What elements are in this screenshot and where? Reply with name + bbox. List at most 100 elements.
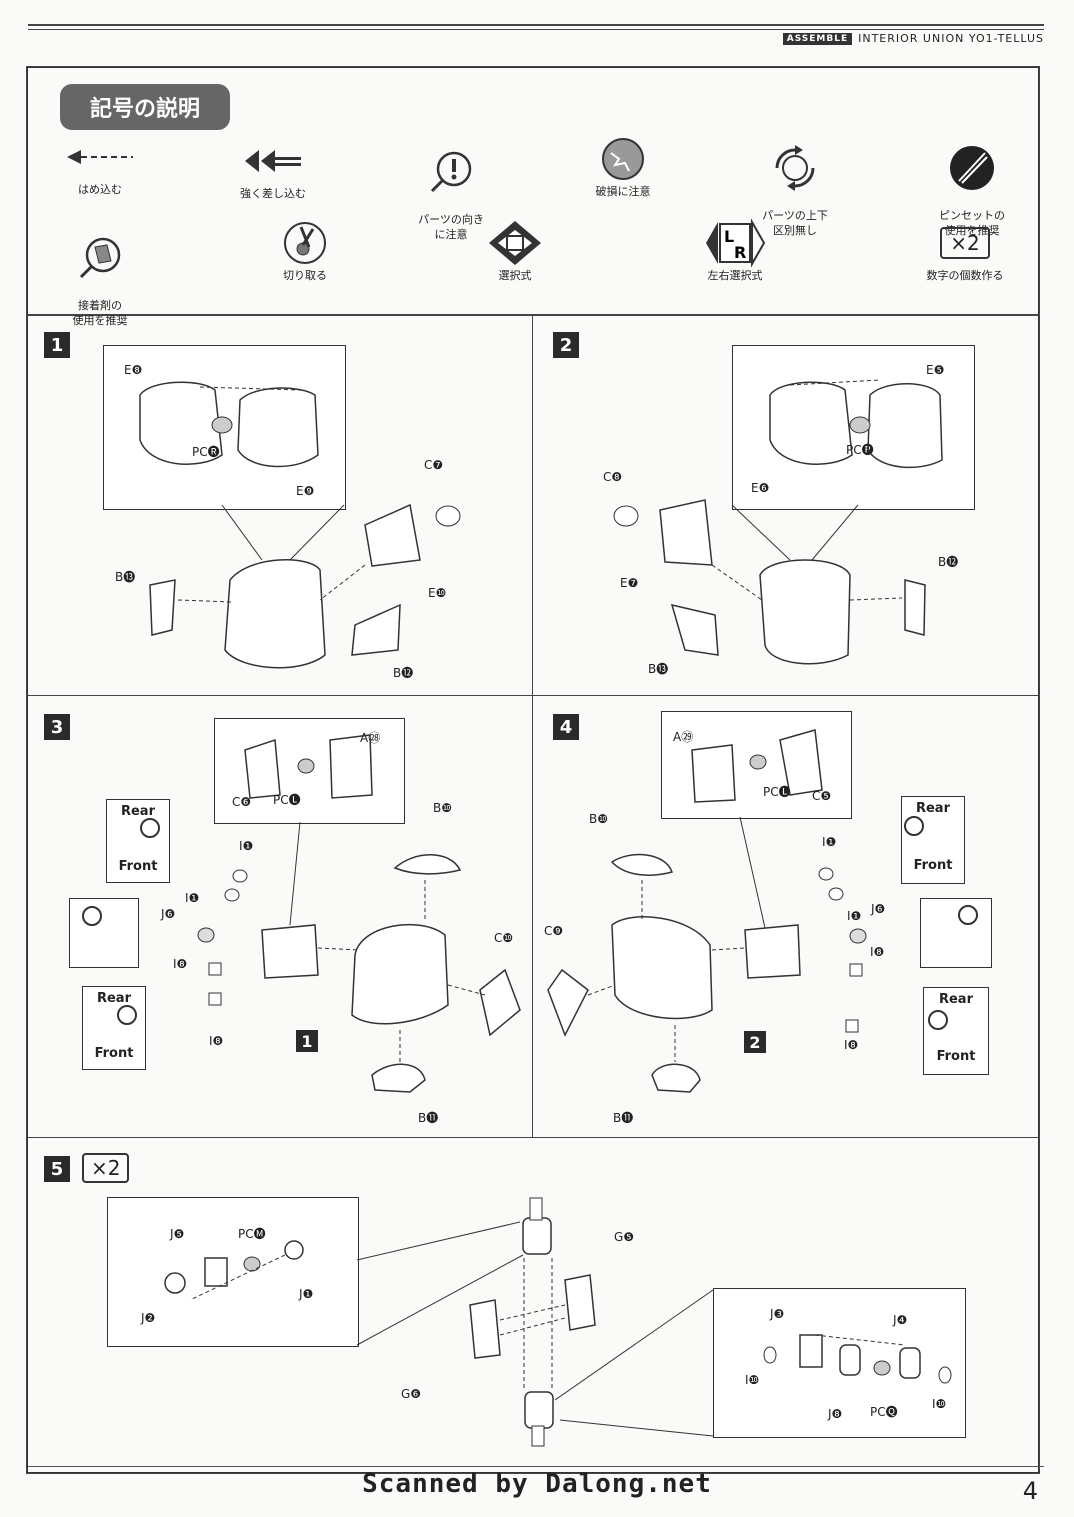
part-label: PC🅜 bbox=[238, 1227, 266, 1241]
part-label: E❿ bbox=[428, 586, 447, 600]
note-rear-label: Rear bbox=[938, 992, 973, 1007]
note-front-label: Front bbox=[94, 1046, 134, 1061]
part-label: I❽ bbox=[209, 1034, 224, 1048]
part-label: E❾ bbox=[296, 484, 315, 498]
page-header: ASSEMBLE INTERIOR UNION YO1-TELLUS bbox=[782, 32, 1044, 45]
part-label: A㉘ bbox=[360, 731, 381, 745]
rear-front-note: Rear Front bbox=[901, 796, 965, 884]
part-label: G❺ bbox=[614, 1230, 635, 1244]
part-label: B⓭ bbox=[115, 570, 136, 584]
legend-symbol-orientation: パーツの向き に注意 bbox=[386, 132, 516, 257]
part-label: PC🅠 bbox=[870, 1405, 898, 1419]
step-number: 4 bbox=[553, 714, 579, 740]
part-label: A㉙ bbox=[673, 730, 694, 744]
part-label: PC🅡 bbox=[846, 443, 874, 457]
part-label: J❻ bbox=[161, 907, 176, 921]
part-label: B⓬ bbox=[393, 666, 414, 680]
part-label: B⓬ bbox=[938, 555, 959, 569]
note-front-label: Front bbox=[913, 858, 953, 873]
part-label: I❶ bbox=[185, 891, 200, 905]
step-number: 5 bbox=[44, 1156, 70, 1182]
part-label: B⓭ bbox=[648, 662, 669, 676]
part-label: C❻ bbox=[232, 795, 252, 809]
press-firmly-arrow-icon bbox=[245, 150, 301, 172]
step-number: 1 bbox=[44, 332, 70, 358]
legend-symbol-tweezers: ピンセットの 使用を推奨 bbox=[907, 128, 1037, 253]
part-label: B❿ bbox=[433, 801, 452, 815]
breakage-caution-icon bbox=[602, 138, 644, 180]
assembly-ref: 1 bbox=[296, 1030, 318, 1052]
rear-front-note: Rear Front bbox=[82, 986, 146, 1070]
part-label: B⓫ bbox=[418, 1111, 439, 1125]
part-label: G❻ bbox=[401, 1387, 422, 1401]
part-label: I❶ bbox=[847, 909, 862, 923]
part-label: PC🅛 bbox=[273, 793, 301, 807]
multiply-count-icon: ×2 bbox=[82, 1153, 130, 1183]
part-label: C❿ bbox=[494, 931, 514, 945]
orientation-note bbox=[920, 898, 992, 968]
cut-icon bbox=[284, 222, 326, 264]
assembly-ref: 2 bbox=[744, 1031, 766, 1053]
page-number: 4 bbox=[1022, 1477, 1038, 1505]
part-label: J❻ bbox=[871, 902, 886, 916]
note-rear-label: Rear bbox=[96, 991, 131, 1006]
legend-symbol-reversible: パーツの上下 区別無し bbox=[730, 128, 860, 253]
part-label: C❾ bbox=[544, 924, 564, 938]
orientation-caution-icon bbox=[430, 151, 472, 193]
legend-label: 選択式 bbox=[498, 269, 532, 282]
legend-label: 破損に注意 bbox=[595, 185, 651, 198]
scan-credit: Scanned by Dalong.net bbox=[362, 1469, 712, 1499]
legend-label: 数字の個数作る bbox=[926, 269, 1004, 282]
part-label: J❶ bbox=[299, 1287, 314, 1301]
rear-front-note: Rear Front bbox=[106, 799, 170, 883]
part-label: C❽ bbox=[603, 470, 623, 484]
legend-title: 記号の説明 bbox=[60, 84, 230, 130]
part-label: I❽ bbox=[173, 957, 188, 971]
legend-label: パーツの向き に注意 bbox=[418, 213, 484, 241]
assemble-tag: ASSEMBLE bbox=[782, 32, 853, 45]
orientation-note bbox=[69, 898, 139, 968]
step-5-panel bbox=[26, 1137, 1040, 1474]
svg-text:L: L bbox=[724, 227, 734, 246]
tweezers-icon bbox=[950, 146, 994, 190]
part-label: C❼ bbox=[424, 458, 444, 472]
legend-label: パーツの上下 区別無し bbox=[762, 209, 828, 237]
push-in-arrow-icon bbox=[67, 150, 133, 164]
legend-symbol-multiply: ×2 数字の個数作る bbox=[900, 218, 1030, 283]
left-right-choice-icon: LR bbox=[706, 218, 766, 268]
part-label: E❻ bbox=[751, 481, 770, 495]
part-label: PC🅛 bbox=[763, 785, 791, 799]
header-title: INTERIOR UNION YO1-TELLUS bbox=[858, 32, 1044, 45]
part-label: I❿ bbox=[745, 1373, 760, 1387]
reversible-part-icon bbox=[775, 145, 815, 191]
footer-rule bbox=[28, 1466, 1044, 1467]
multiply-count-icon: ×2 bbox=[940, 227, 990, 259]
legend-symbol-push-in: はめ込む bbox=[35, 132, 165, 197]
part-label: J❺ bbox=[170, 1227, 185, 1241]
step-5-right-inset bbox=[713, 1288, 966, 1438]
legend-panel bbox=[26, 66, 1040, 316]
note-rear-label: Rear bbox=[120, 804, 155, 819]
part-label: C❺ bbox=[812, 789, 832, 803]
part-label: J❷ bbox=[141, 1311, 156, 1325]
note-front-label: Front bbox=[936, 1049, 976, 1064]
legend-symbol-glue: 接着剤の 使用を推奨 bbox=[35, 218, 165, 343]
part-label: I❽ bbox=[844, 1038, 859, 1052]
part-label: J❸ bbox=[770, 1307, 785, 1321]
note-rear-label: Rear bbox=[915, 801, 950, 816]
part-label: B⓫ bbox=[613, 1111, 634, 1125]
rear-front-note: Rear Front bbox=[923, 987, 989, 1075]
legend-label: 切り取る bbox=[283, 269, 327, 282]
note-front-label: Front bbox=[118, 859, 158, 874]
legend-symbol-breakage: 破損に注意 bbox=[558, 134, 688, 199]
part-label: I❶ bbox=[822, 835, 837, 849]
part-label: J❽ bbox=[828, 1407, 843, 1421]
legend-symbol-press-firmly: 強く差し込む bbox=[208, 136, 338, 201]
part-label: I❿ bbox=[932, 1397, 947, 1411]
part-label: I❽ bbox=[870, 945, 885, 959]
step-number: 3 bbox=[44, 714, 70, 740]
